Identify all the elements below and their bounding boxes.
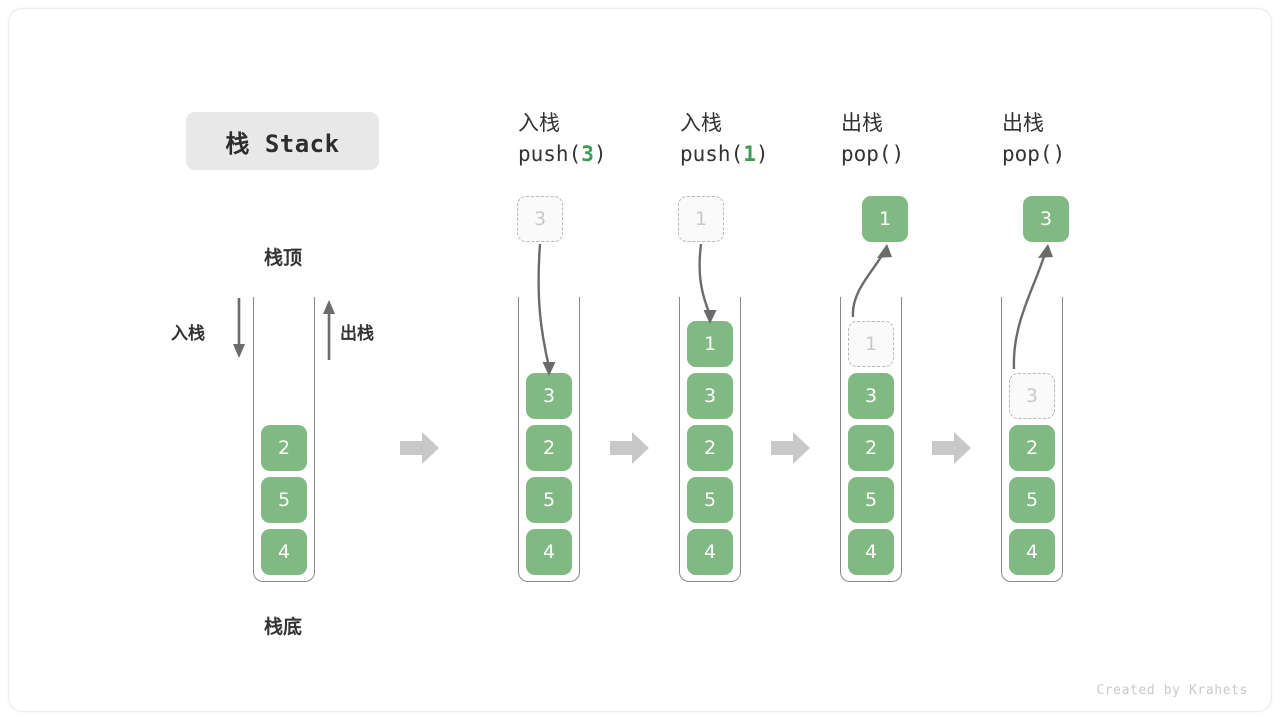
- pop-up-arrow-icon: [323, 300, 335, 360]
- stage-operation-label: 出栈: [841, 111, 883, 135]
- stage-operation-argument: 3: [581, 142, 594, 167]
- stage-operation-code: push(1): [680, 142, 769, 167]
- pop-direction-label: 出栈: [340, 324, 374, 343]
- stack-element: 2: [848, 425, 894, 471]
- removed-element-placeholder: 1: [848, 321, 894, 367]
- popped-element: 1: [862, 196, 908, 242]
- stack-element: 2: [1009, 425, 1055, 471]
- incoming-element-placeholder: 3: [517, 196, 563, 242]
- stage-operation-code: pop(): [841, 142, 905, 167]
- push-down-arrow-icon: [233, 298, 245, 358]
- incoming-element-placeholder: 1: [678, 196, 724, 242]
- stage-header: 入栈 push(3): [518, 108, 607, 170]
- stage-header: 出栈 pop(): [841, 108, 904, 170]
- title-badge: 栈 Stack: [186, 112, 379, 170]
- stage-flow-arrow-icon: [400, 432, 439, 464]
- stack-top-label: 栈顶: [263, 248, 302, 269]
- stage-operation-code: pop(): [1002, 142, 1066, 167]
- stack-element: 4: [687, 529, 733, 575]
- stage-header: 出栈 pop(): [1002, 108, 1065, 170]
- stack-element: 2: [261, 425, 307, 471]
- stack-element: 5: [1009, 477, 1055, 523]
- stage-operation-code: push(3): [518, 142, 607, 167]
- stack-element: 2: [526, 425, 572, 471]
- stack-element: 4: [848, 529, 894, 575]
- stage-operation-label: 入栈: [680, 111, 722, 135]
- stack-element: 5: [526, 477, 572, 523]
- stack-element: 5: [848, 477, 894, 523]
- stage-stack-container: [840, 297, 902, 582]
- stack-element: 4: [526, 529, 572, 575]
- stage-stack-container: [518, 297, 580, 582]
- stage-stack-container: [679, 297, 741, 582]
- stage-header: 入栈 push(1): [680, 108, 769, 170]
- stack-element: 4: [261, 529, 307, 575]
- schematic-stack-container: [253, 297, 315, 582]
- stage-operation-label: 入栈: [518, 111, 560, 135]
- stack-element: 5: [261, 477, 307, 523]
- stage-flow-arrow-icon: [610, 432, 649, 464]
- stage-operation-argument: 1: [743, 142, 756, 167]
- stage-operation-label: 出栈: [1002, 111, 1044, 135]
- stack-element: 2: [687, 425, 733, 471]
- stack-element: 3: [526, 373, 572, 419]
- stack-element: 4: [1009, 529, 1055, 575]
- stage-stack-container: [1001, 297, 1063, 582]
- watermark: Created by Krahets: [1096, 683, 1248, 698]
- push-direction-label: 入栈: [171, 324, 205, 343]
- stack-element: 3: [848, 373, 894, 419]
- stack-element: 5: [687, 477, 733, 523]
- stack-bottom-label: 栈底: [263, 617, 302, 638]
- stage-flow-arrow-icon: [932, 432, 971, 464]
- stage-flow-arrow-icon: [771, 432, 810, 464]
- popped-element: 3: [1023, 196, 1069, 242]
- removed-element-placeholder: 3: [1009, 373, 1055, 419]
- stack-element: 1: [687, 321, 733, 367]
- stack-element: 3: [687, 373, 733, 419]
